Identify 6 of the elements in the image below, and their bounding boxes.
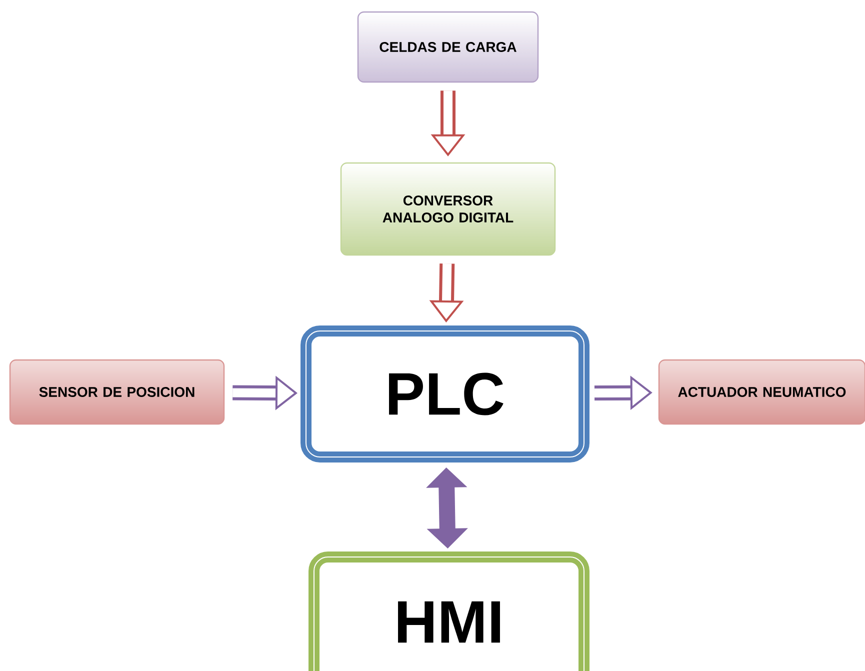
- controller-box: PLC: [300, 326, 590, 462]
- process-box: ACTUADOR NEUMATICO: [658, 359, 865, 425]
- process-box: SENSOR DE POSICION: [9, 359, 225, 425]
- process-box: CONVERSOR ANALOGO DIGITAL: [340, 162, 556, 256]
- process-box: CELDAS DE CARGA: [357, 11, 539, 83]
- interface-box: HMI: [308, 552, 590, 671]
